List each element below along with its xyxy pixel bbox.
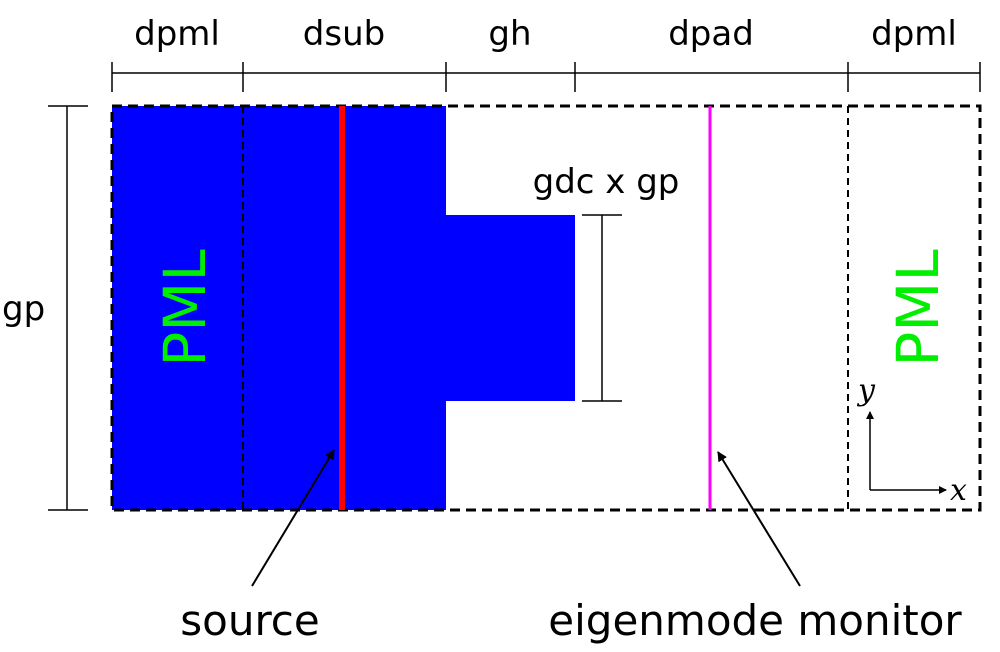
grating-tooth [446,215,575,401]
y-axis-label: y [856,373,876,408]
source-annotation: source [180,596,319,645]
label-dpad: dpad [668,14,754,54]
monitor-annotation: eigenmode monitor [548,596,962,645]
label-gh: gh [488,14,531,54]
pml-label-right: PML [884,249,952,366]
label-gp: gp [2,289,45,329]
label-grating-duty-cycle: gdc x gp [533,162,680,202]
simulation-cell-boundary [110,104,982,512]
pml-label-left: PML [151,249,219,366]
source-pointer-arrow [251,449,335,587]
monitor-pointer-arrow [717,451,801,587]
label-dsub: dsub [303,14,385,54]
label-dpml-right: dpml [871,14,957,54]
substrate-region [112,106,446,510]
label-dpml-left: dpml [134,14,220,54]
x-axis-label: x [950,473,967,508]
